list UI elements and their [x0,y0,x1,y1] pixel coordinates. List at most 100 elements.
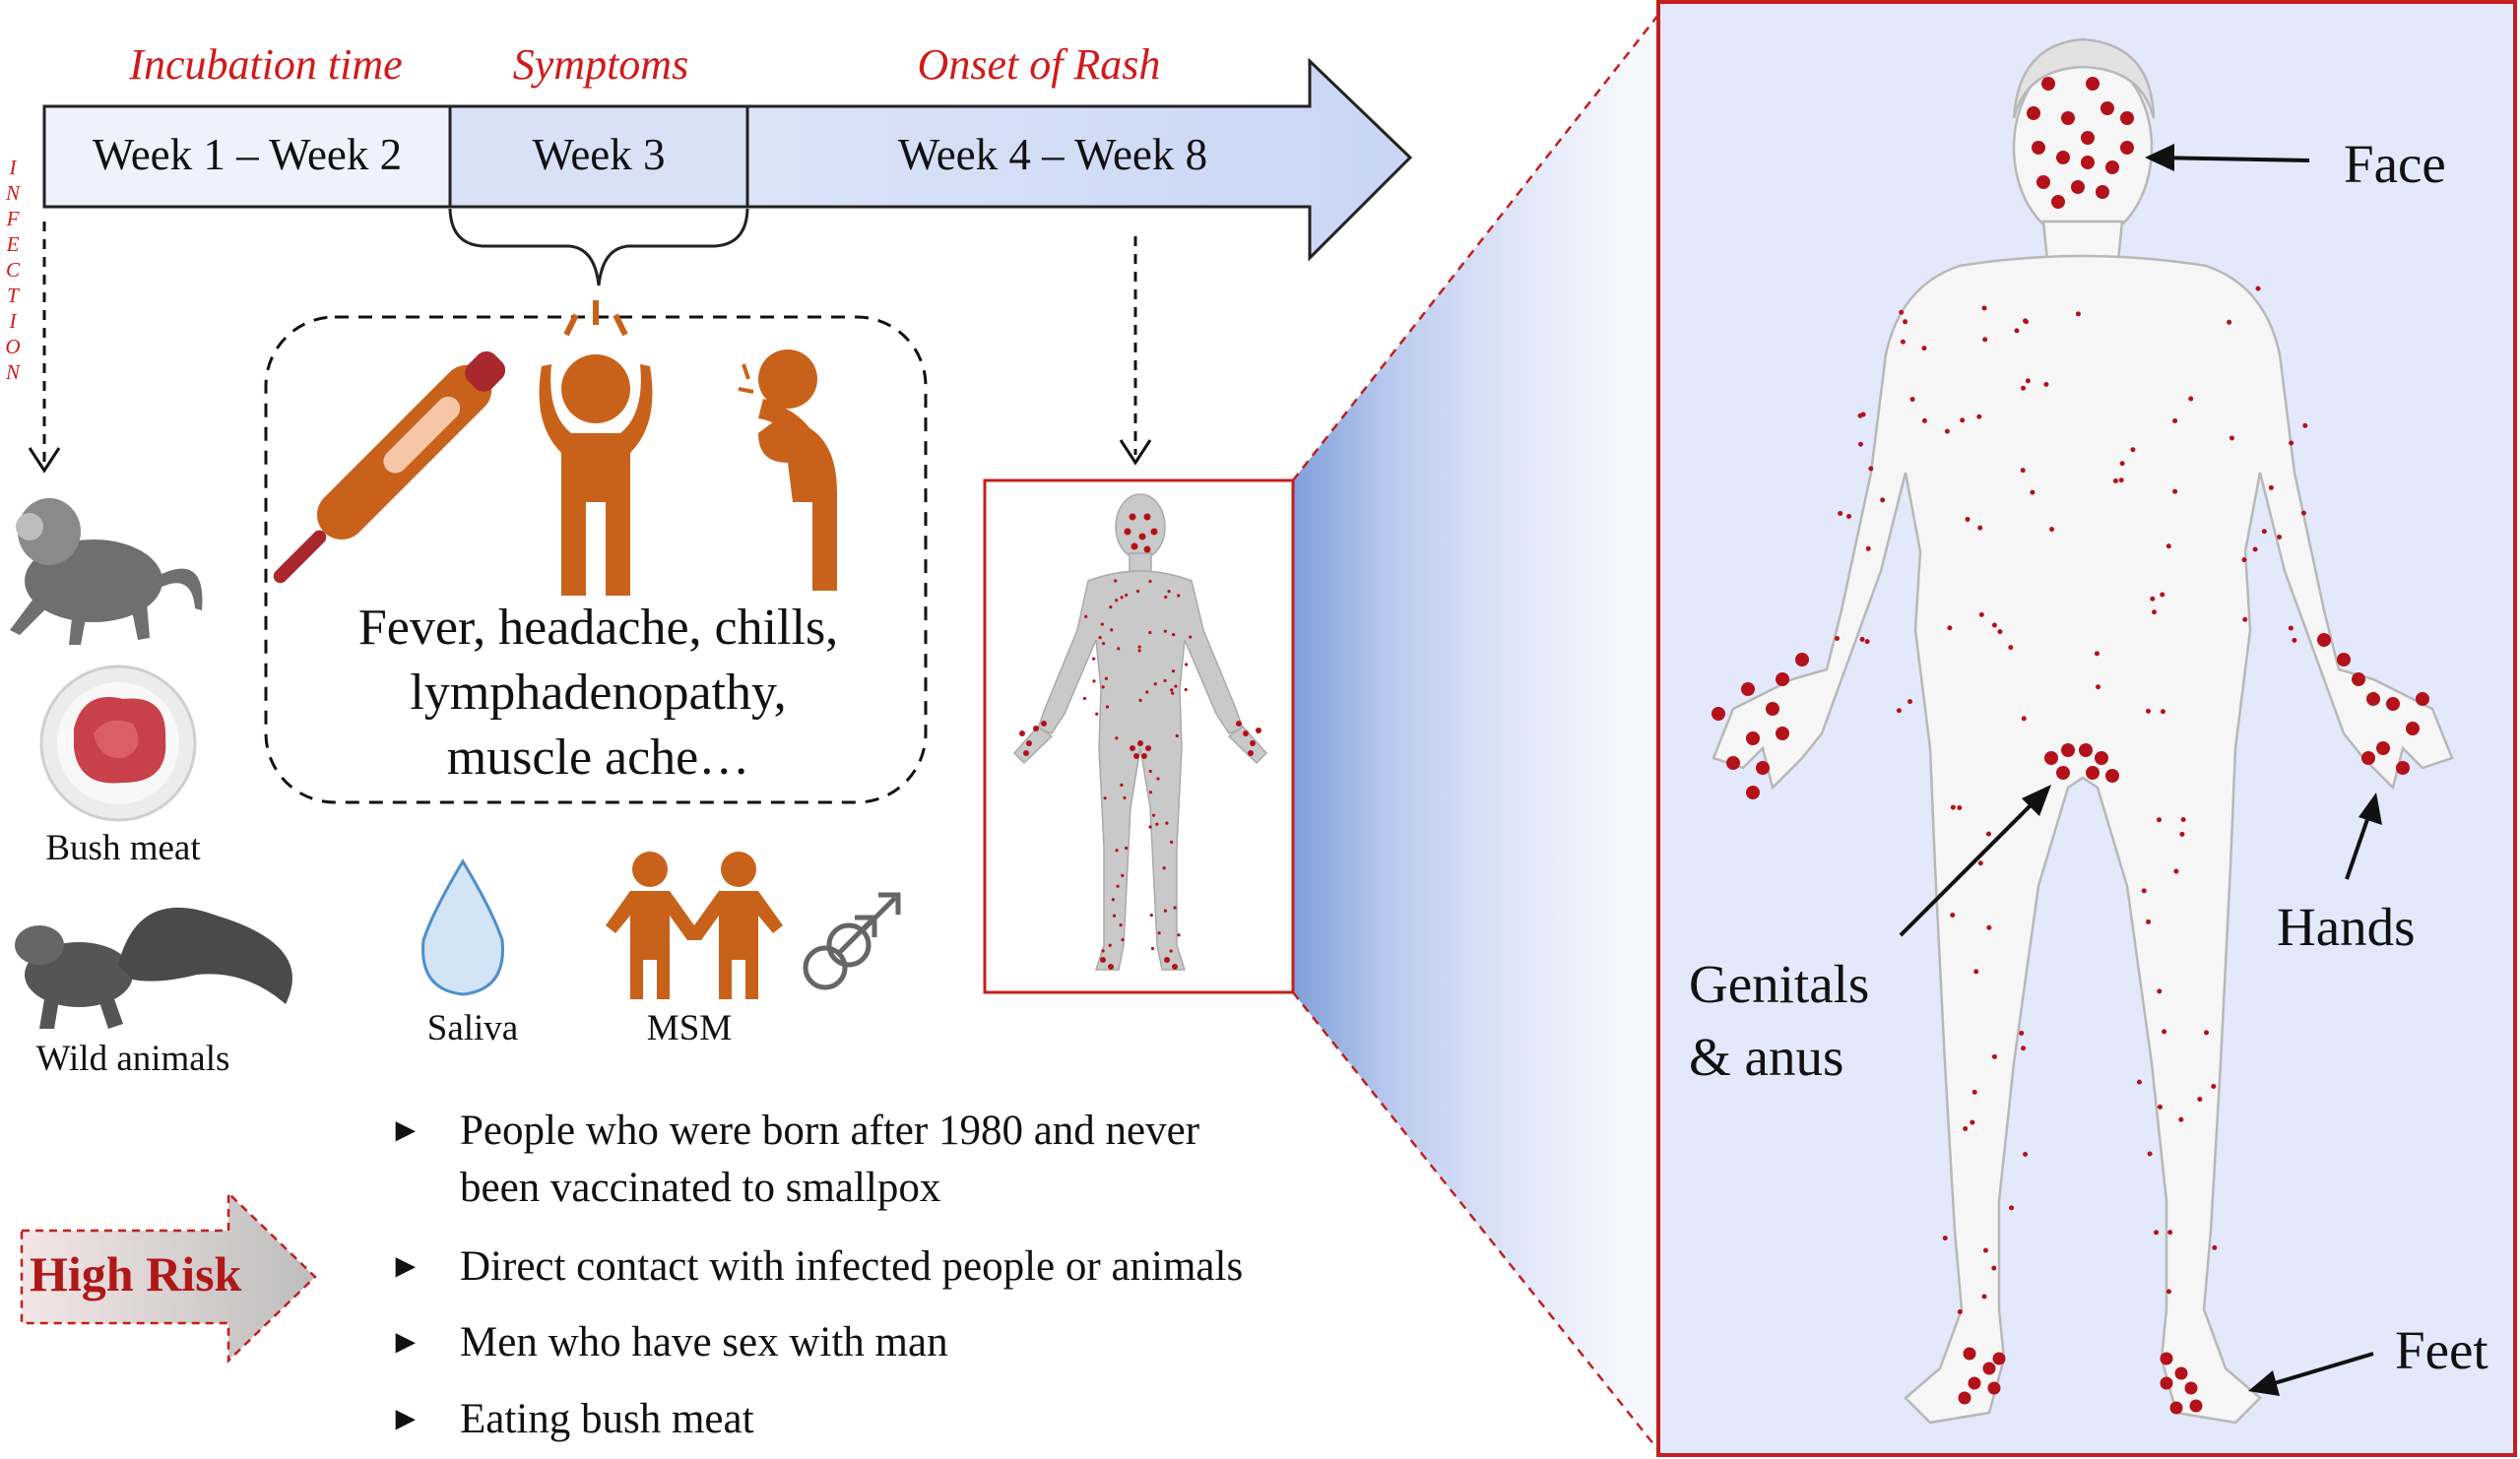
lesion-dot [1958,1391,1971,1405]
lesion-dot [1095,712,1099,716]
lesion-dot [1776,672,1789,686]
headache-icon [539,300,653,596]
lesion-dot [2165,543,2171,549]
lesion-dot [1170,688,1174,692]
lesion-dot [2100,101,2114,115]
lesion-dot [1963,1126,1969,1132]
lesion-dot [1110,628,1114,632]
lesion-dot [1151,813,1156,817]
lesion-dot [1909,397,1915,403]
lesion-dot [1129,513,1136,521]
feet-label: Feet [2395,1320,2488,1380]
lesion-dot [1149,914,1153,918]
lesion-dot [2141,888,2147,894]
lesion-dot [1137,645,1141,649]
phase-symptoms: Symptoms [512,40,689,89]
high-risk-label: High Risk [30,1246,242,1301]
lesion-dot [2043,381,2049,387]
lesion-dot [1970,1119,1975,1125]
lesion-dot [1155,822,1159,826]
lesion-dot [1236,721,1242,727]
rash-dashed-arrow [1119,236,1152,466]
lesion-dot [2086,77,2100,91]
lesion-dot [2180,817,2186,823]
lesion-dot [2396,761,2410,775]
lesion-dot [1846,514,1852,520]
bullet-triangle-icon: ► [389,1112,422,1149]
hands-label: Hands [2277,897,2416,957]
lesion-dot [1116,884,1120,888]
lesion-dot [1167,590,1171,594]
lesion-dot [1157,931,1161,935]
lesion-dot [1115,599,1119,603]
lesion-dot [1145,690,1149,694]
lesion-dot [2173,868,2179,874]
lesion-dot [1163,629,1167,633]
lesion-dot [1776,727,1789,740]
lesion-dot [2095,751,2108,765]
lesion-dot [1175,733,1179,738]
lesion-dot [1184,687,1188,692]
lesion-dot [1756,761,1770,775]
lesion-dot [1163,678,1167,682]
lesion-dot [1977,525,1983,531]
lesion-dot [2179,831,2185,837]
lesion-dot [1950,804,1956,810]
lesion-dot [1123,795,1127,800]
lesion-dot [1153,682,1157,686]
lesion-dot [2241,557,2247,563]
lesion-dot [1145,745,1151,751]
lesion-dot [1947,625,1953,631]
saliva-label: Saliva [426,1008,519,1048]
zoom-funnel [1293,10,1662,1455]
lesion-dot [1189,635,1193,639]
face-pointer-arrow [2145,144,2310,171]
squirrel-icon [15,907,292,1029]
bush-meat-label: Bush meat [45,828,201,868]
lesion-dot [1112,914,1117,918]
lesion-dot [2036,175,2050,189]
thermometer-icon [273,350,506,584]
lesion-dot [2024,319,2030,325]
lesion-dot [1977,860,1983,866]
lesion-dot [1137,649,1141,653]
lesion-dot [1177,933,1181,937]
lesion-dot [2041,77,2055,91]
lesion-dot [1108,964,1114,970]
lesion-dot [1131,542,1138,550]
lesion-dot [2105,160,2119,174]
phase-incubation: Incubation time [129,40,403,89]
lesion-dot [1104,676,1109,680]
lesion-dot [1171,691,1175,695]
lesion-dot [1896,708,1902,714]
lesion-dot [2184,1381,2198,1395]
lesion-dot [1101,685,1105,689]
lesion-dot [2197,1096,2203,1102]
bush-meat-icon [39,665,197,822]
wild-animals-label: Wild animals [35,1039,230,1079]
lesion-dot [2151,609,2157,615]
high-risk-arrow [20,1190,317,1364]
lesion-dot [1148,791,1153,794]
lesion-dot [2156,817,2162,823]
lesion-dot [1968,1376,1981,1390]
lesion-dot [1859,636,1865,642]
lesion-dot [1133,753,1139,759]
week-4-8: Week 4 – Week 8 [897,130,1208,179]
lesion-dot [1746,786,1760,799]
lesion-dot [1143,513,1151,521]
lesion-dot [1026,740,1032,746]
saliva-drop-icon [421,858,504,996]
lesion-dot [1137,740,1143,746]
genitals-label: Genitals & anus [1689,954,1870,1087]
lesion-dot [2075,311,2081,317]
lesion-dot [1921,346,1927,351]
lesion-dot [1834,636,1840,642]
lesion-dot [2189,1399,2203,1413]
lesion-dot [1098,636,1102,640]
lesion-dot [2277,535,2283,540]
lesion-dot [2096,185,2109,199]
lesion-dot [2157,1104,2163,1110]
lesion-dot [2081,131,2095,145]
feet-pointer-arrow [2248,1352,2374,1396]
